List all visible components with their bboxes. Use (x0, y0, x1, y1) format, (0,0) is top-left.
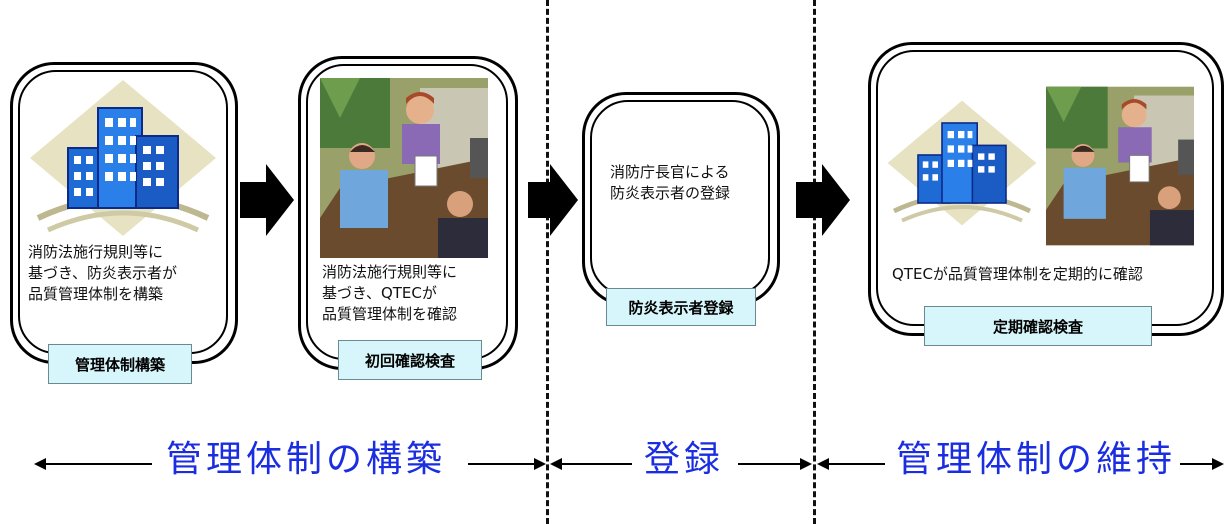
step-3-description-line-2: 防炎表示者の登録 (610, 184, 731, 202)
step-3-description-line-1: 消防庁長官による (610, 163, 730, 181)
office-buildings-icon (30, 80, 216, 236)
step-4-tag: 定期確認検査 (924, 306, 1152, 346)
phase-divider-2 (813, 0, 816, 524)
flow-arrow-3 (796, 164, 850, 236)
business-meeting-icon (320, 78, 488, 258)
flow-arrow-2 (528, 164, 578, 236)
business-meeting-icon (1046, 86, 1194, 246)
step-2-description-line-3: 品質管理体制を確認 (322, 305, 458, 323)
step-1-description-line-3: 品質管理体制を構築 (28, 285, 164, 303)
step-2-description-line-2: 基づき、QTECが (322, 284, 437, 302)
phase-label-maintenance: 管理体制の維持 (896, 439, 1177, 480)
step-2-tag: 初回確認検査 (338, 340, 482, 380)
step-3-tag: 防炎表示者登録 (606, 288, 756, 326)
phase-label-registration: 登録 (644, 439, 725, 480)
phase-divider-1 (546, 0, 549, 524)
step-1-description-line-1: 消防法施行規則等に (28, 243, 164, 261)
step-1-tag: 管理体制構築 (48, 344, 192, 384)
flow-arrow-1 (240, 164, 294, 236)
office-buildings-icon (887, 100, 1037, 226)
step-2-description-line-1: 消防法施行規則等に (322, 263, 458, 281)
phase-label-construction: 管理体制の構築 (166, 439, 447, 480)
step-1-description-line-2: 基づき、防炎表示者が (28, 264, 177, 282)
step-4-description: QTECが品質管理体制を定期的に確認 (892, 265, 1143, 283)
